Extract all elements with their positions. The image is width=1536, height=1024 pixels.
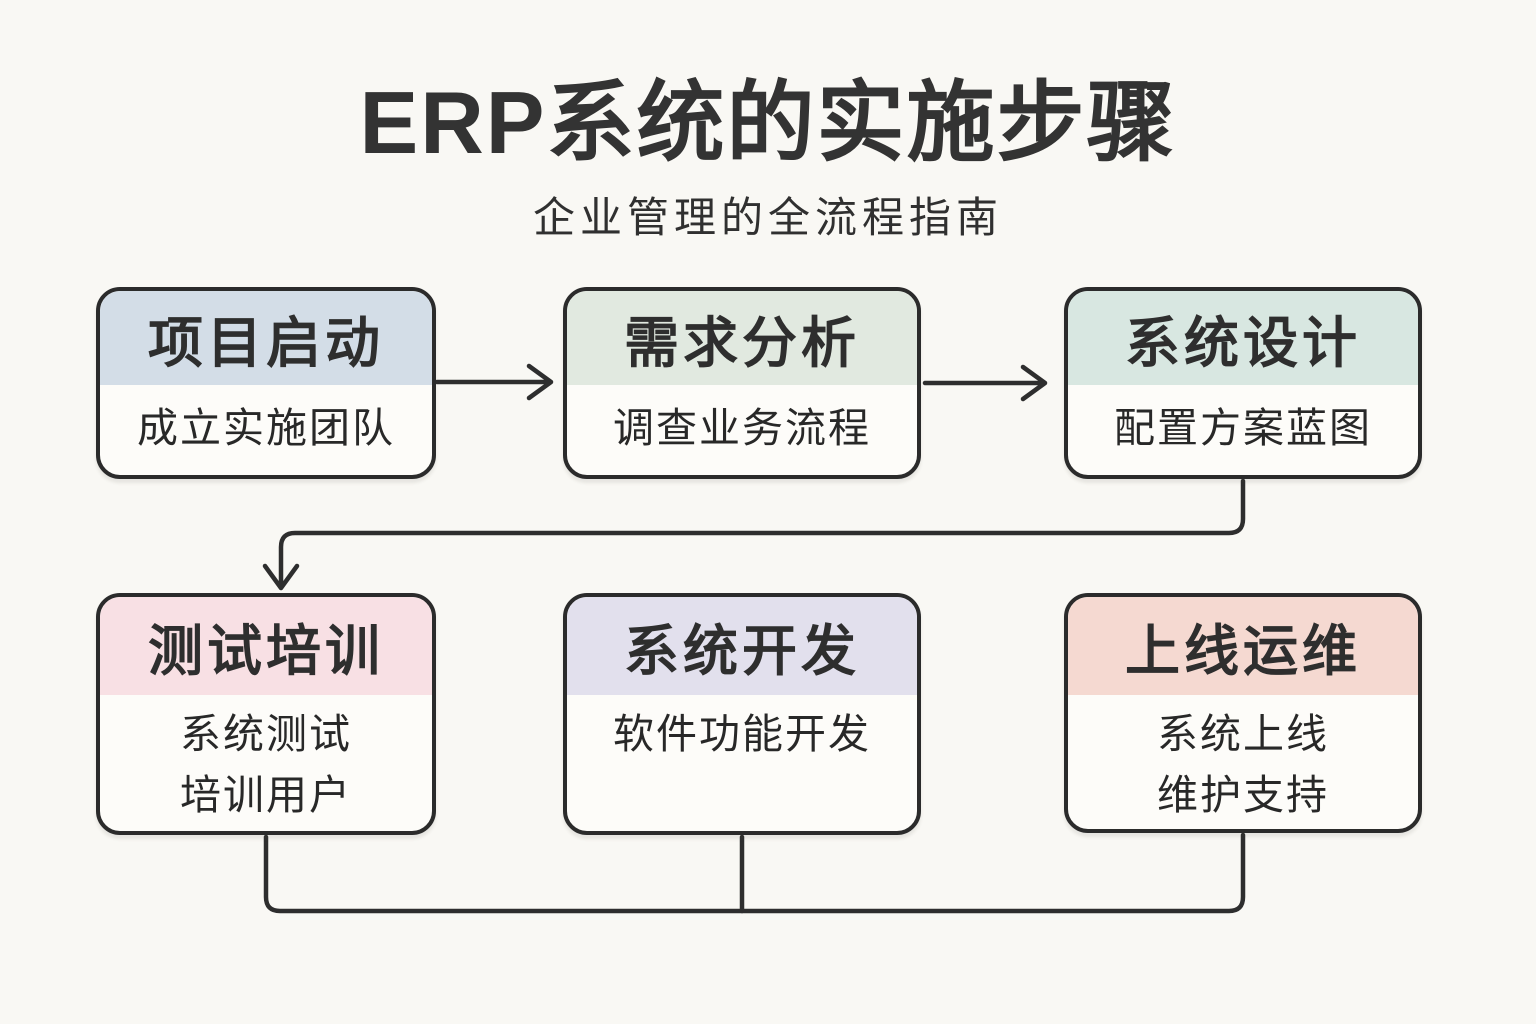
- step-line: 系统测试: [180, 711, 352, 757]
- step-title: 系统开发: [623, 620, 860, 682]
- step-card-project-kickoff: 项目启动 成立实施团队: [96, 287, 436, 479]
- step-title: 项目启动: [147, 312, 384, 374]
- step-body: 配置方案蓝图: [1068, 385, 1418, 475]
- step-title: 上线运维: [1124, 620, 1361, 682]
- step-header: 测试培训: [100, 597, 432, 695]
- arrow-project-to-requirements: [434, 363, 554, 401]
- step-title: 系统设计: [1124, 312, 1361, 374]
- step-title: 测试培训: [147, 620, 384, 682]
- step-line: 配置方案蓝图: [1114, 404, 1372, 451]
- connector-bottom-bracket: [263, 832, 1246, 914]
- step-line: 培训用户: [180, 772, 352, 818]
- step-header: 系统开发: [567, 597, 917, 695]
- step-line: 软件功能开发: [613, 711, 871, 757]
- step-card-testing-training: 测试培训 系统测试 培训用户: [96, 593, 436, 835]
- step-header: 项目启动: [100, 291, 432, 385]
- page-subtitle: 企业管理的全流程指南: [532, 194, 1003, 241]
- step-body: 调查业务流程: [567, 385, 917, 475]
- step-card-golive-operations: 上线运维 系统上线 维护支持: [1064, 593, 1422, 833]
- step-card-system-development: 系统开发 软件功能开发: [563, 593, 921, 835]
- step-header: 需求分析: [567, 291, 917, 385]
- step-line: 系统上线: [1157, 711, 1329, 757]
- step-line: 调查业务流程: [613, 404, 871, 451]
- page-title: ERP系统的实施步骤: [359, 73, 1177, 172]
- step-body: 系统测试 培训用户: [100, 695, 432, 831]
- arrow-requirements-to-design: [922, 364, 1048, 402]
- step-card-system-design: 系统设计 配置方案蓝图: [1064, 287, 1422, 479]
- arrow-design-to-testing: [262, 478, 1246, 591]
- step-header: 系统设计: [1068, 291, 1418, 385]
- step-body: 系统上线 维护支持: [1068, 695, 1418, 829]
- step-body: 软件功能开发: [567, 695, 917, 831]
- step-body: 成立实施团队: [100, 385, 432, 475]
- step-header: 上线运维: [1068, 597, 1418, 695]
- step-card-requirements-analysis: 需求分析 调查业务流程: [563, 287, 921, 479]
- step-line: 维护支持: [1157, 772, 1329, 818]
- step-line: 成立实施团队: [137, 404, 395, 451]
- step-title: 需求分析: [623, 312, 860, 374]
